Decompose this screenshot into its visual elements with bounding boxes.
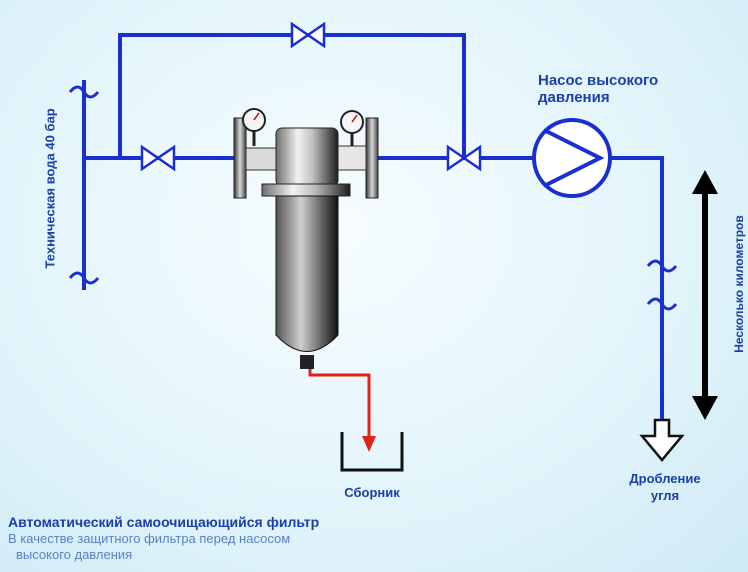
pump-label-line1: Насос высокого xyxy=(538,72,659,89)
caption-title: Автоматический самоочищающийся фильтр xyxy=(8,514,320,530)
bypass-valve-icon xyxy=(290,21,326,49)
drain-arrow-icon xyxy=(362,436,376,452)
pipe-break-marks xyxy=(68,85,678,311)
caption: Автоматический самоочищающийся фильтр В … xyxy=(8,513,488,563)
distance-double-arrow-icon xyxy=(692,170,718,420)
pipe-network xyxy=(82,33,664,422)
pump-icon xyxy=(532,118,612,198)
supply-water-label: Техническая вода 40 бар xyxy=(42,108,58,269)
collector-label: Сборник xyxy=(344,485,400,500)
inlet-pressure-gauge-icon xyxy=(242,108,266,146)
distance-label: Несколько километров xyxy=(732,215,746,353)
self-cleaning-filter-icon xyxy=(233,117,379,369)
pump-label: Насос высокого давления xyxy=(538,72,658,106)
collector-tank-icon xyxy=(340,432,404,472)
destination-arrow-icon xyxy=(639,418,685,462)
caption-line2: высокого давления xyxy=(16,547,133,562)
destination-label: Дробление угля xyxy=(615,470,715,504)
outlet-pressure-gauge-icon xyxy=(340,110,364,146)
inlet-valve-icon xyxy=(140,144,176,172)
outlet-valve-icon xyxy=(446,144,482,172)
caption-line1: В качестве защитного фильтра перед насос… xyxy=(8,531,291,546)
destination-label-line2: угля xyxy=(650,488,680,503)
pump-discharge-pipe xyxy=(610,156,664,270)
destination-label-line1: Дробление xyxy=(629,471,701,486)
pump-label-line2: давления xyxy=(538,89,610,106)
drain-line xyxy=(308,369,371,440)
